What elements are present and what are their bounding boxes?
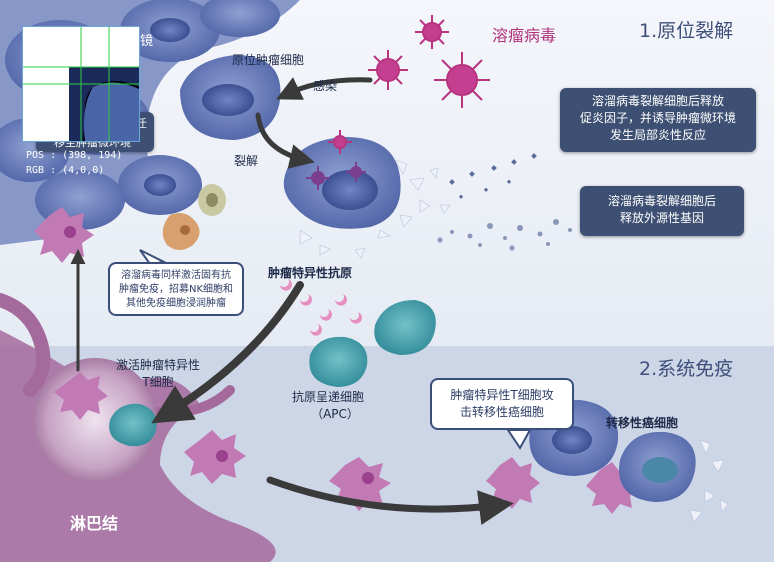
- lymph-node-label: 淋巴结: [70, 514, 119, 533]
- antigen-label: 肿瘤特异性抗原: [268, 266, 353, 280]
- inflammation-info-box: 溶溜病毒裂解细胞后释放 促炎因子，并诱导肿瘤微环境 发生局部炎性反应: [560, 88, 756, 152]
- genes-info-box: 溶溜病毒裂解细胞后 释放外源性基因: [580, 186, 744, 236]
- t-cell-attack-callout: 肿瘤特异性T细胞攻 击转移性癌细胞: [430, 378, 574, 430]
- tcell-line-2: 击转移性癌细胞: [459, 405, 544, 419]
- metastatic-cell-label: 转移性癌细胞: [606, 416, 679, 430]
- process-arrows: [70, 77, 514, 525]
- innate-immunity-callout: 溶溜病毒同样激活固有抗 肿瘤免疫，招募NK细胞和 其他免疫细胞浸润肿瘤: [108, 262, 244, 316]
- probe-rgb-text: RGB : (4,0,0): [26, 165, 105, 176]
- apc-label-line2: （APC）: [311, 407, 359, 421]
- activate-label-line2: T细胞: [142, 375, 174, 389]
- section-1-title: 1.原位裂解: [639, 20, 734, 42]
- inflammation-line-3: 发生局部炎性反应: [609, 128, 706, 142]
- oncolytic-viruses: [306, 15, 490, 190]
- genes-line-2: 释放外源性基因: [619, 211, 704, 225]
- innate-line-3: 其他免疫细胞浸润肿瘤: [126, 298, 226, 309]
- migrate-partial-char: 迁: [136, 117, 147, 130]
- apc-label: 抗原呈递细胞 （APC）: [292, 388, 364, 422]
- probe-zoom-view: [23, 27, 139, 141]
- original-tumor-cell: [180, 55, 281, 140]
- activate-t-cell-label: 激活肿瘤特异性 T细胞: [116, 356, 200, 390]
- infect-label: 感染: [313, 79, 338, 93]
- released-genes: [437, 219, 572, 251]
- apc-label-line1: 抗原呈递细胞: [292, 390, 365, 404]
- pixel-probe-readout: POS : (398, 194) RGB : (4,0,0): [26, 148, 122, 178]
- innate-line-2: 肿瘤免疫，招募NK细胞和: [118, 284, 234, 295]
- tumor-cell-label: 原位肿瘤细胞: [232, 53, 305, 67]
- activate-label-line1: 激活肿瘤特异性: [116, 358, 201, 372]
- topleft-partial-label: 镜: [140, 34, 154, 49]
- tcell-line-1: 肿瘤特异性T细胞攻: [450, 388, 554, 402]
- inflammation-line-2: 促炎因子，并诱导肿瘤微环境: [579, 111, 736, 125]
- inflammation-line-1: 溶溜病毒裂解细胞后释放: [591, 94, 724, 108]
- pixel-probe-magnifier: [22, 26, 140, 142]
- metastatic-cells: [529, 400, 729, 523]
- callout-tail-tcell: [506, 429, 532, 450]
- genes-line-1: 溶溜病毒裂解细胞后: [607, 194, 716, 208]
- innate-line-1: 溶溜病毒同样激活固有抗: [121, 270, 231, 281]
- probe-pos-text: POS : (398, 194): [26, 150, 123, 161]
- virus-label: 溶瘤病毒: [492, 26, 557, 45]
- section-2-title: 2.系统免疫: [639, 358, 734, 380]
- lyse-label: 裂解: [234, 154, 259, 168]
- inflammatory-factors: [449, 153, 537, 199]
- apc-cells: [309, 300, 436, 387]
